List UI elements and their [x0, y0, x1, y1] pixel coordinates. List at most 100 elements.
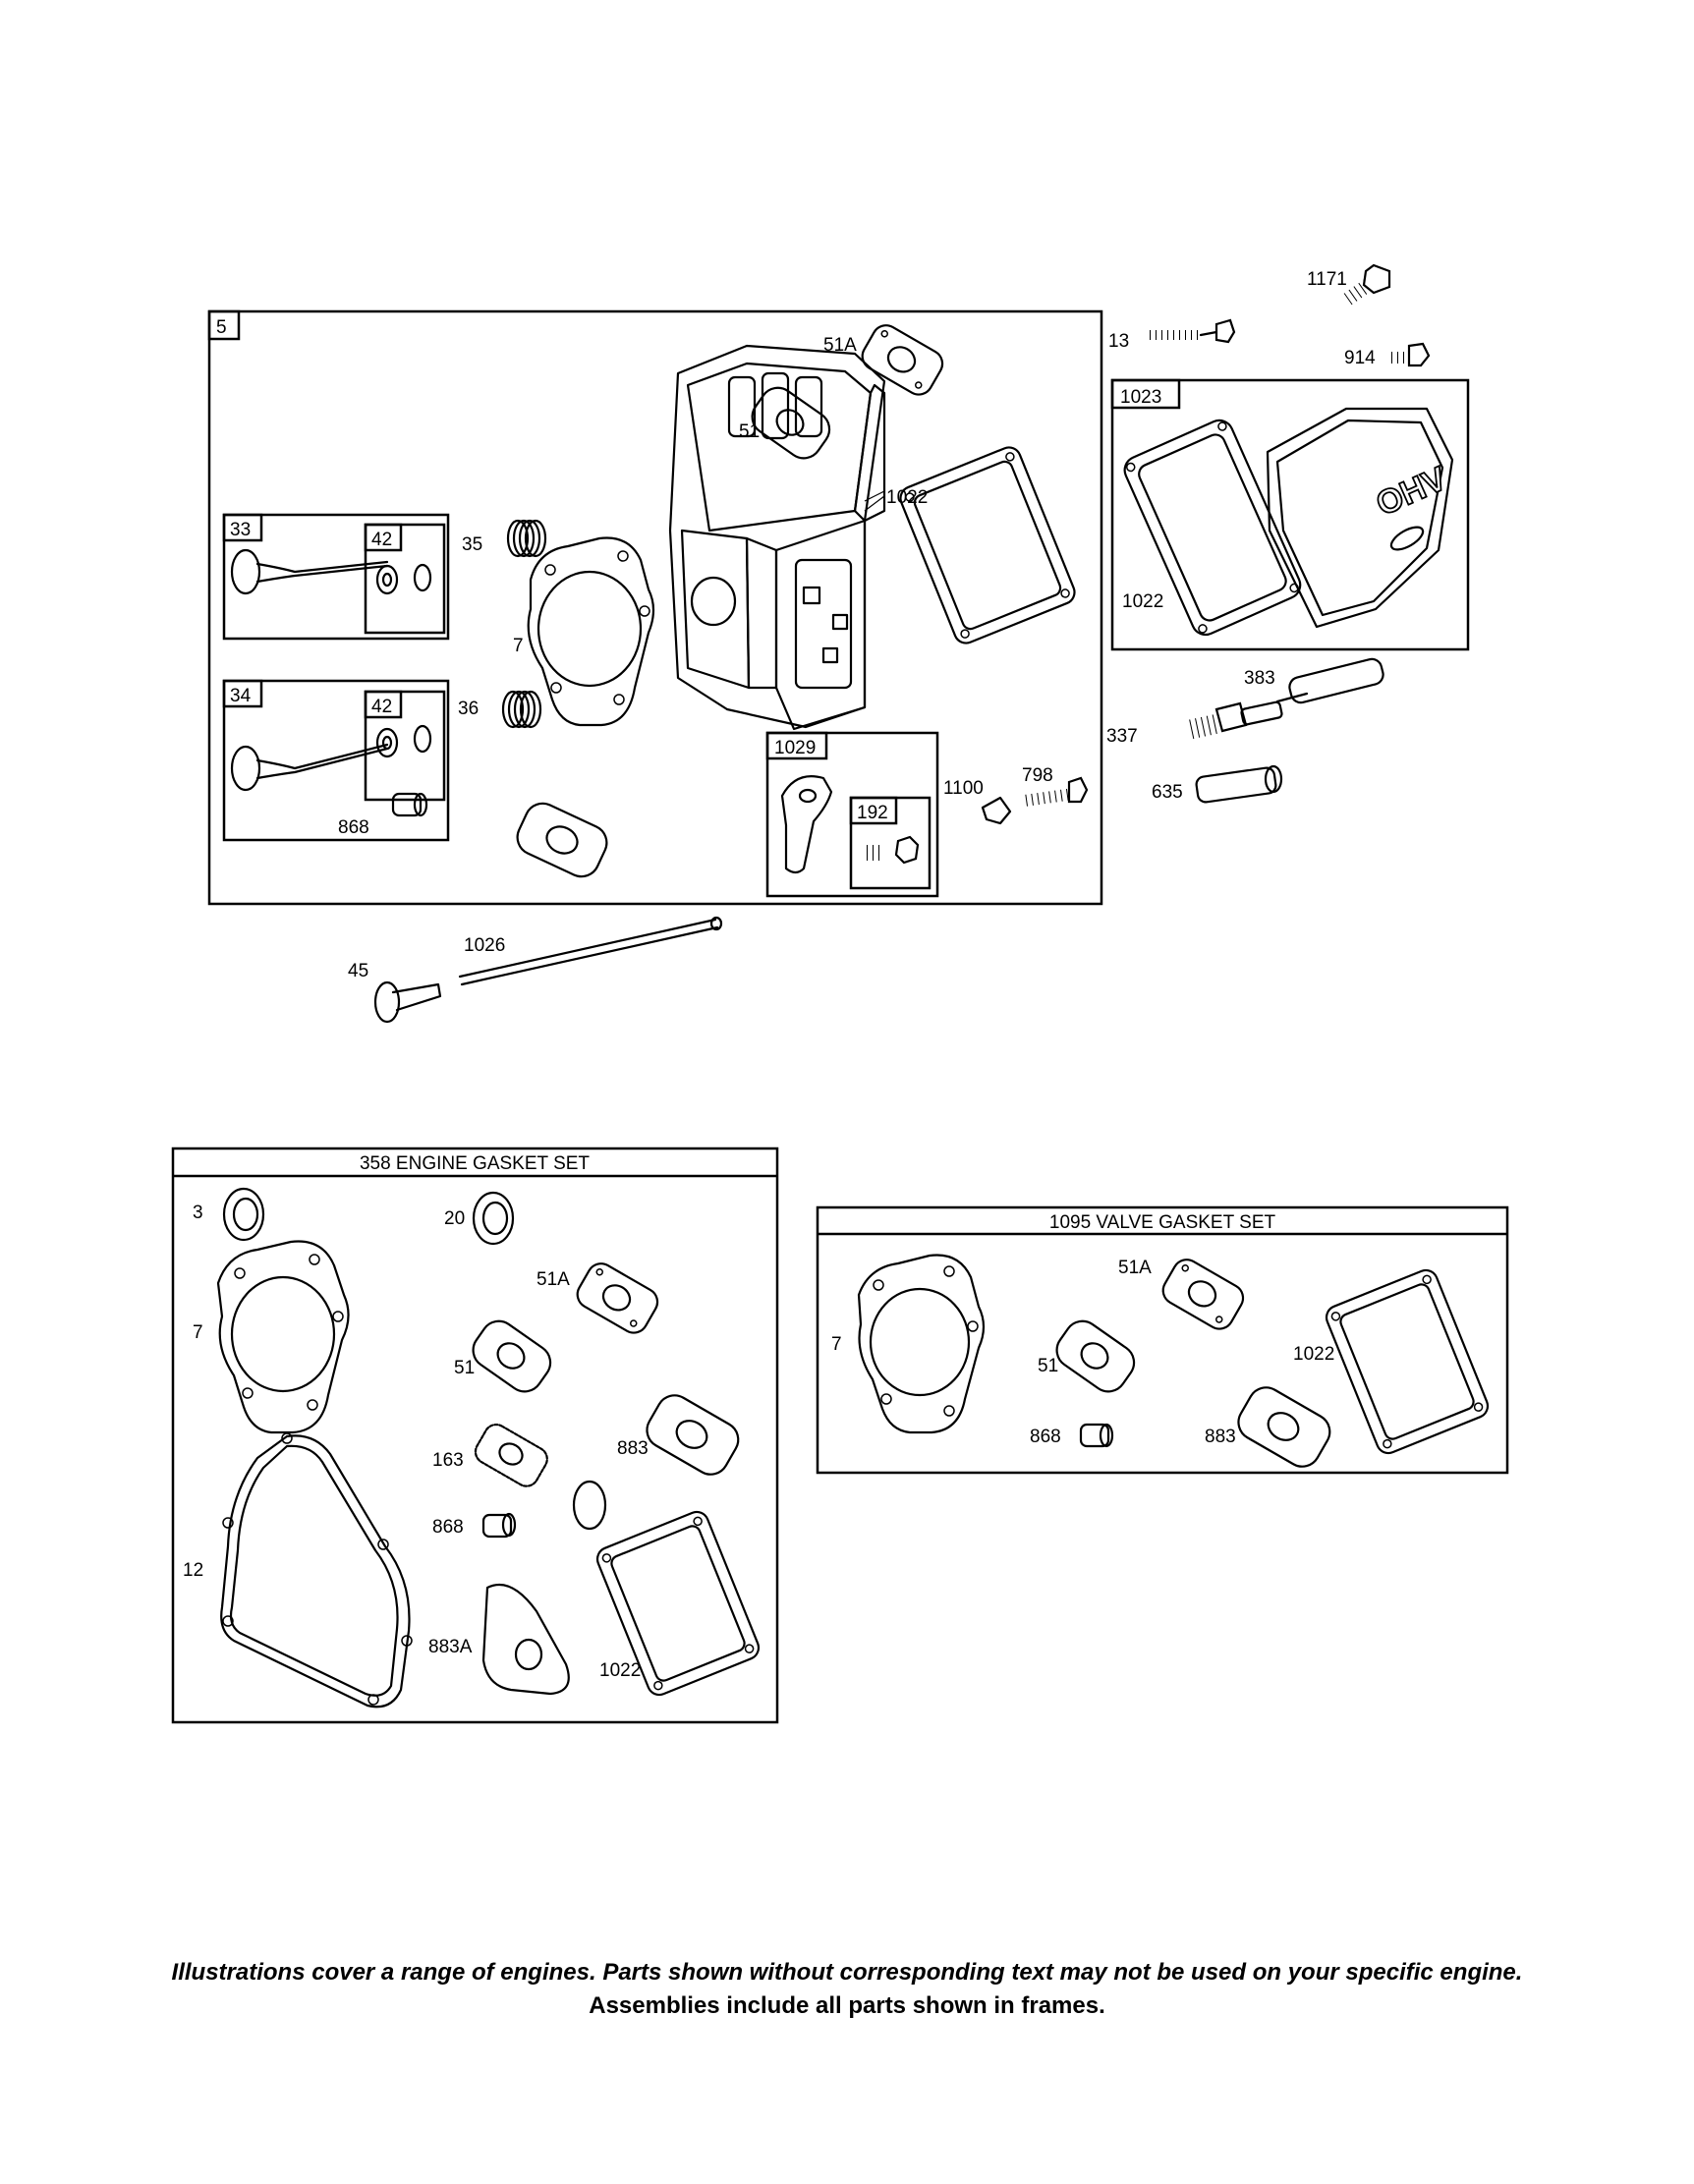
- egs-gasket-51A: [576, 1262, 659, 1334]
- frame-tag-33: [222, 513, 263, 542]
- label-42a: 42: [371, 530, 392, 550]
- valve-spring-36: [501, 690, 542, 729]
- intake-valve-frame: [222, 679, 450, 842]
- egs-label-12: 12: [183, 1560, 203, 1581]
- seal-3: [222, 1187, 265, 1242]
- rocker-nut-192: [865, 835, 920, 865]
- label-36: 36: [458, 699, 479, 719]
- spacer-635: [1195, 764, 1283, 804]
- valve-gasket-set-frame: [816, 1205, 1509, 1475]
- engine-gasket-set-frame: [171, 1147, 779, 1724]
- label-33: 33: [230, 520, 251, 540]
- rocker-stud-798: [1021, 776, 1089, 808]
- tappet-45: [373, 980, 442, 1024]
- egs-gasket-883: [646, 1394, 740, 1476]
- egs-label-1022: 1022: [599, 1660, 641, 1681]
- disclaimer-text: Illustrations cover a range of engines. …: [171, 1959, 1523, 1986]
- vgs-label-868: 868: [1030, 1427, 1061, 1447]
- push-rod-1026: [458, 916, 723, 986]
- frame-tag-1023: [1110, 378, 1181, 410]
- label-1100: 1100: [943, 778, 984, 799]
- egs-valve-seal-868: [481, 1512, 517, 1539]
- head-gasket-7: [527, 536, 655, 727]
- ohv-emblem-text: OHV: [1371, 460, 1452, 524]
- intake-gasket-51A: [861, 324, 944, 396]
- egs-gasket-883A: [481, 1583, 570, 1696]
- egs-label-3: 3: [193, 1203, 203, 1223]
- egs-label-883: 883: [617, 1438, 649, 1459]
- egs-gasket-163: [474, 1423, 548, 1487]
- egs-label-163: 163: [432, 1450, 464, 1471]
- label-5: 5: [216, 317, 227, 338]
- engine-gasket-set-title: 358 ENGINE GASKET SET: [360, 1153, 590, 1174]
- egs-label-7: 7: [193, 1322, 203, 1343]
- label-51: 51: [739, 421, 760, 442]
- label-1022b: 1022: [1122, 591, 1163, 612]
- vgs-valve-seal-868: [1079, 1423, 1114, 1448]
- vgs-gasket-51A: [1161, 1259, 1245, 1330]
- guide-plate-1100: [981, 796, 1012, 825]
- vgs-label-883: 883: [1205, 1427, 1236, 1447]
- egs-label-868: 868: [432, 1517, 464, 1538]
- exhaust-valve: [230, 548, 389, 595]
- vgs-gasket-883: [1237, 1386, 1331, 1468]
- spark-plug-337: [1185, 700, 1283, 740]
- breather-stud-1171: [1343, 263, 1391, 306]
- valve-cover-assembly-frame: [1110, 378, 1470, 651]
- egs-head-gasket-7: [216, 1240, 350, 1434]
- head-bolt-13: [1146, 318, 1236, 344]
- frame-tag-192: [849, 796, 898, 825]
- egs-gasket-51: [472, 1319, 552, 1393]
- cylinder-head-assembly-frame: [207, 309, 1103, 906]
- label-192: 192: [857, 803, 888, 823]
- label-635: 635: [1152, 782, 1183, 803]
- egs-label-51A: 51A: [536, 1269, 570, 1290]
- vgs-label-51A: 51A: [1118, 1258, 1152, 1278]
- vgs-head-gasket-7: [857, 1254, 986, 1434]
- frame-tag-5: [207, 309, 241, 341]
- label-34: 34: [230, 686, 252, 706]
- frame-tag-42a: [364, 523, 403, 552]
- assembly-note: Assemblies include all parts shown in fr…: [589, 1992, 1105, 2019]
- cylinder-head-1022: [668, 344, 886, 731]
- rocker-arm-frame: [765, 731, 939, 898]
- valve-seal-868: [391, 792, 428, 817]
- vgs-label-51: 51: [1038, 1356, 1058, 1376]
- egs-rocker-cover-gasket-1022: [595, 1510, 761, 1697]
- label-868: 868: [338, 817, 369, 838]
- o-ring: [572, 1480, 607, 1531]
- label-1023: 1023: [1120, 387, 1161, 408]
- egs-label-51: 51: [454, 1358, 475, 1378]
- valve-gasket-set-title: 1095 VALVE GASKET SET: [1049, 1212, 1276, 1233]
- label-1026: 1026: [464, 935, 505, 956]
- valve-spring-35: [506, 519, 547, 558]
- label-914: 914: [1344, 348, 1376, 368]
- egs-label-20: 20: [444, 1208, 465, 1229]
- exhaust-gasket: [516, 802, 608, 878]
- vgs-gasket-51: [1055, 1319, 1136, 1393]
- exhaust-valve-frame: [222, 513, 450, 641]
- frame-tag-1029: [765, 731, 828, 760]
- label-1171: 1171: [1307, 269, 1347, 290]
- retainer-frame-42a: [364, 523, 446, 635]
- label-798: 798: [1022, 765, 1053, 786]
- valve-cover-gasket-1022: [1123, 419, 1302, 637]
- spark-plug-boot-383: [1275, 657, 1384, 704]
- label-7: 7: [513, 636, 524, 656]
- frame-tag-34: [222, 679, 263, 708]
- vgs-label-7: 7: [831, 1334, 842, 1355]
- seal-20: [472, 1191, 515, 1246]
- label-45: 45: [348, 961, 368, 981]
- intake-valve: [230, 743, 389, 792]
- retainer-frame-42b: [364, 690, 446, 802]
- label-42b: 42: [371, 697, 392, 717]
- label-337: 337: [1106, 726, 1138, 747]
- frame-tag-42b: [364, 690, 403, 719]
- vgs-rocker-cover-gasket-1022: [1325, 1268, 1490, 1455]
- crankcase-gasket-12: [220, 1432, 413, 1708]
- vgs-label-1022: 1022: [1293, 1344, 1334, 1365]
- rocker-arm: [780, 775, 833, 874]
- label-35: 35: [462, 534, 482, 555]
- screw-914: [1391, 342, 1431, 367]
